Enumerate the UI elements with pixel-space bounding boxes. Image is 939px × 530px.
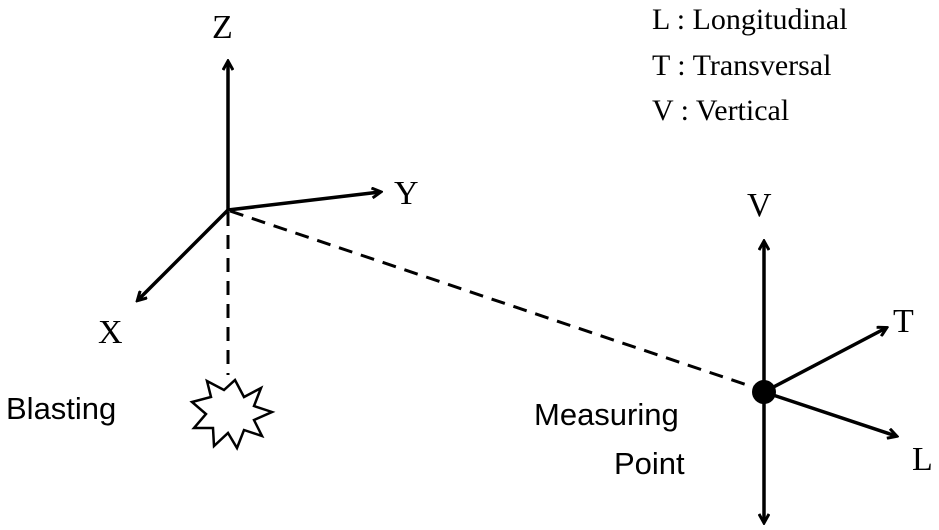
legend-item-longitudinal: L : Longitudinal: [652, 3, 848, 36]
blasting-label: Blasting: [6, 391, 116, 426]
blasting-starburst-icon: [189, 377, 276, 451]
measuring-point-dot: [752, 380, 776, 404]
y-axis-arrow: [227, 192, 380, 212]
propagation-dashed-line: [229, 209, 763, 392]
v-axis-label: V: [747, 187, 772, 224]
legend-item-vertical: V : Vertical: [652, 94, 789, 127]
x-axis-label: X: [98, 314, 123, 351]
l-axis-label: L: [912, 441, 933, 478]
legend-item-transversal: T : Transversal: [652, 49, 831, 82]
t-axis-label: T: [893, 303, 914, 340]
t-axis-arrow: [763, 328, 886, 394]
z-axis-label: Z: [212, 9, 233, 46]
measuring-point-label-line2: Point: [614, 446, 685, 481]
y-axis-label: Y: [394, 175, 419, 212]
measuring-point-label-line1: Measuring: [534, 397, 679, 432]
l-axis-arrow: [763, 390, 896, 436]
x-axis-arrow: [138, 208, 230, 300]
